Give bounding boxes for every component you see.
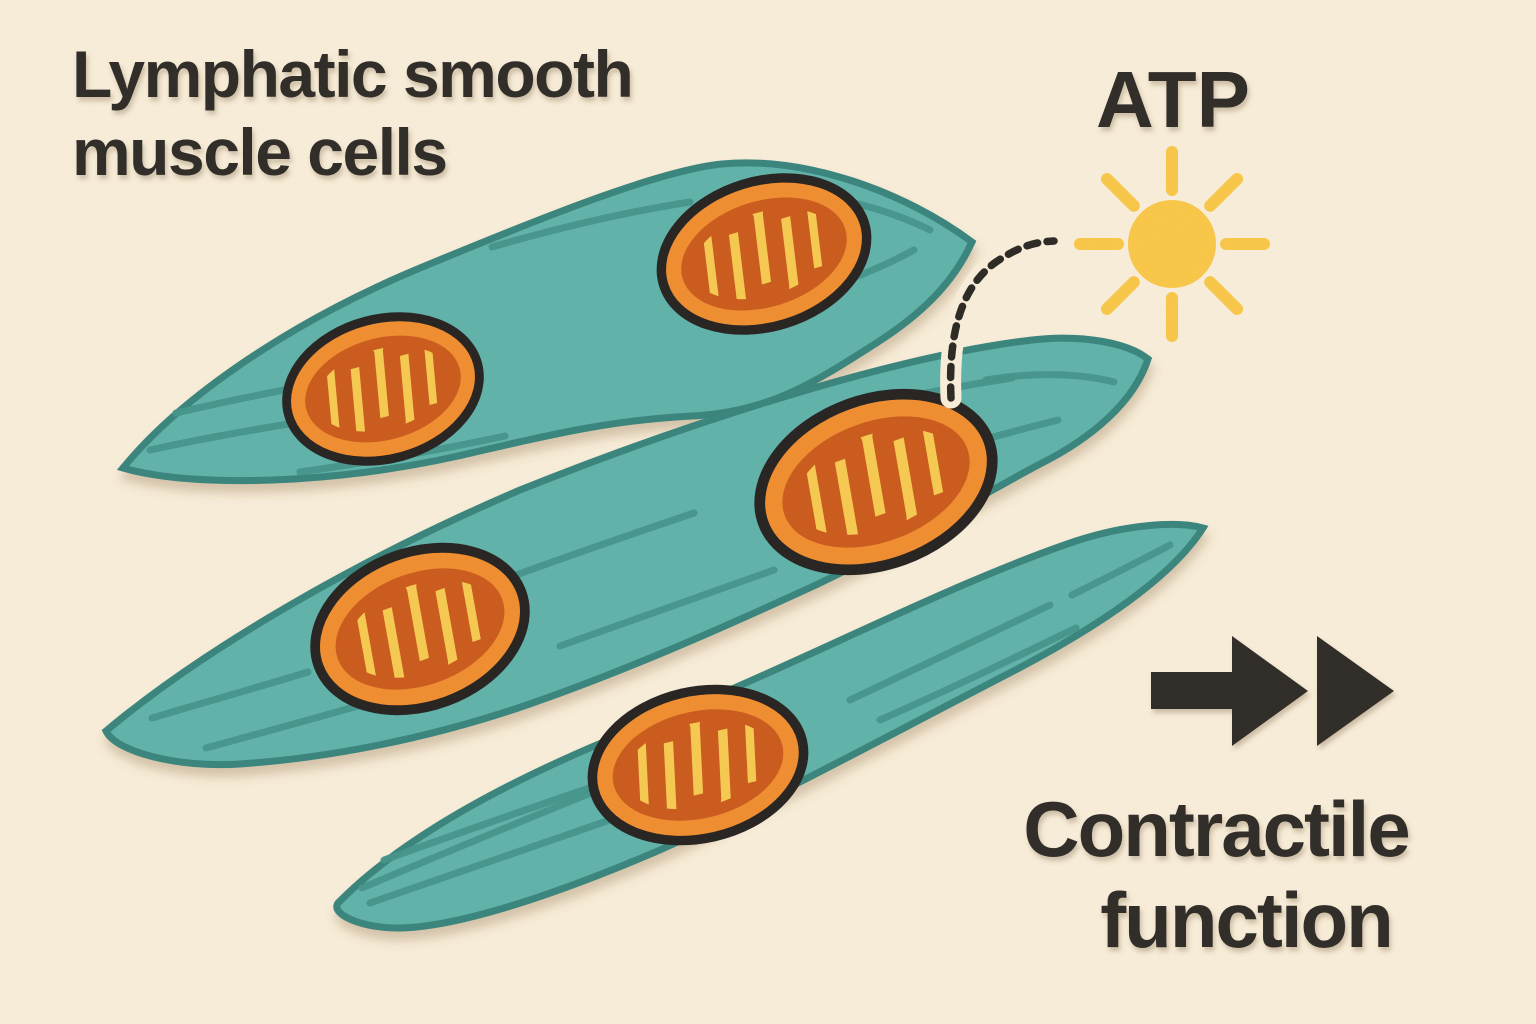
atp-label: ATP — [1096, 55, 1250, 144]
function-line-1: Contractile — [1023, 785, 1408, 873]
atp-sun-icon — [1074, 146, 1270, 342]
title-line-2: muscle cells — [72, 115, 447, 189]
function-line-2: function — [1100, 876, 1392, 964]
title-line-1: Lymphatic smooth — [72, 37, 632, 111]
sun-core — [1128, 200, 1216, 288]
